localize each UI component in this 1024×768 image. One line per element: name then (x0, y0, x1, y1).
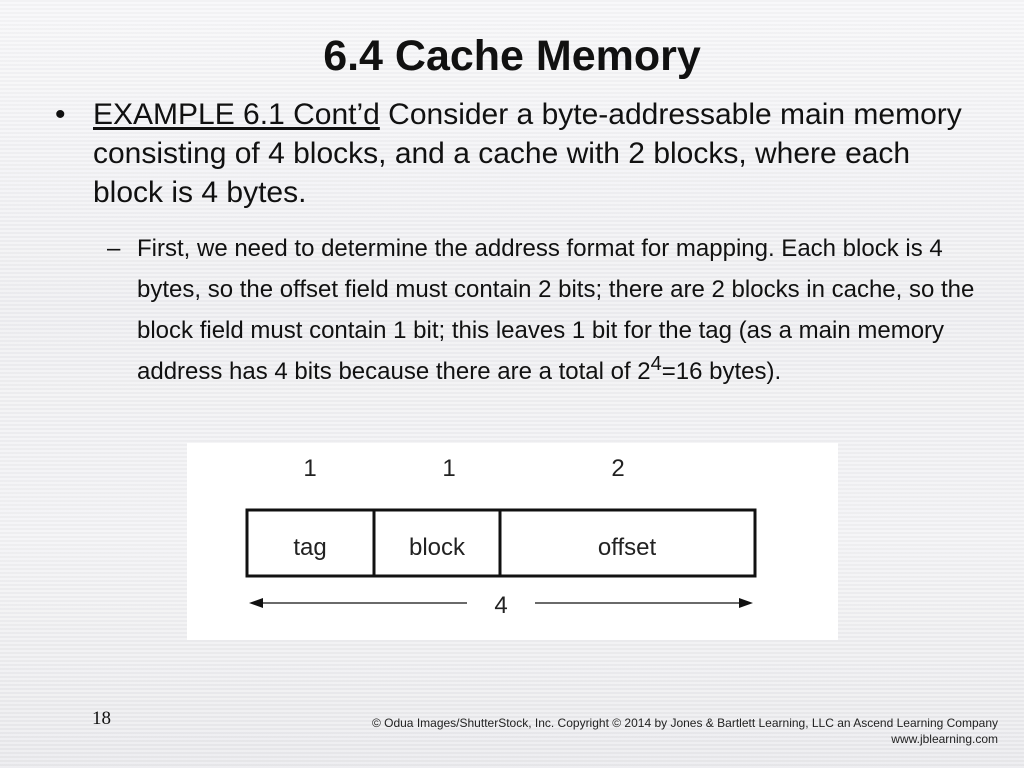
arrow-left-head (249, 598, 263, 608)
block-bits-label: 1 (442, 455, 455, 482)
copyright-line-2: www.jblearning.com (891, 732, 998, 746)
exponent: 4 (650, 353, 662, 375)
offset-bits-label: 2 (611, 455, 624, 482)
slide-title: 6.4 Cache Memory (323, 32, 701, 80)
sub-bullet: – First, we need to determine the addres… (107, 228, 977, 392)
copyright-notice: © Odua Images/ShutterStock, Inc. Copyrig… (372, 715, 998, 747)
address-format-diagram: 1 1 2 tag block offset 4 (187, 443, 838, 640)
tag-bits-label: 1 (303, 455, 316, 482)
tag-field-label: tag (293, 534, 326, 561)
offset-field-label: offset (598, 534, 657, 561)
main-bullet-body: Consider a byte-addressable main memory … (93, 98, 962, 209)
bullet-dot: • (55, 98, 66, 131)
main-bullet: • EXAMPLE 6.1 Cont’d Consider a byte-add… (55, 95, 975, 212)
sub-bullet-body: First, we need to determine the address … (137, 235, 975, 385)
arrow-right-head (739, 598, 753, 608)
page-number: 18 (92, 708, 111, 729)
copyright-line-1: © Odua Images/ShutterStock, Inc. Copyrig… (371, 716, 998, 730)
sub-bullet-dash: – (107, 235, 121, 262)
sub-bullet-end: =16 bytes). (661, 358, 782, 385)
sub-bullet-text: First, we need to determine the address … (137, 228, 977, 392)
example-label: EXAMPLE 6.1 Cont’d (93, 98, 380, 131)
main-bullet-text: EXAMPLE 6.1 Cont’d Consider a byte-addre… (93, 95, 975, 212)
block-field-label: block (409, 534, 466, 561)
total-bits-label: 4 (494, 592, 507, 619)
